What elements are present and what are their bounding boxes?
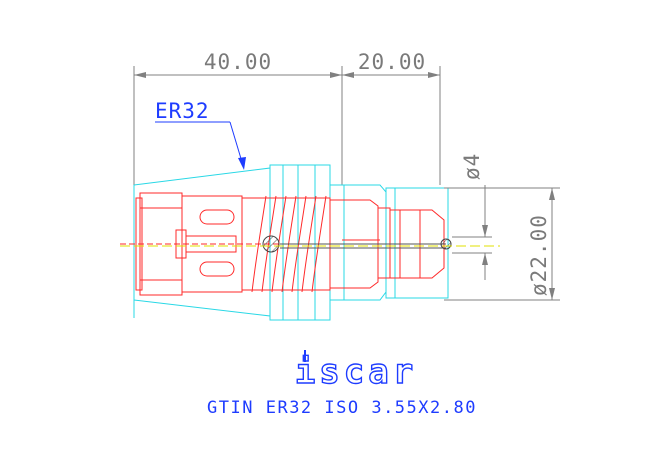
chuck-body [133,164,449,321]
dimension-diameter-large: ø22.00 [444,187,560,301]
er32-callout: ER32 [155,99,246,170]
dimension-20-label: 20.00 [358,50,426,74]
dimension-length: 40.00 20.00 [133,50,441,185]
dimension-4-label: ø4 [460,153,484,180]
drill-shaft [120,235,500,253]
dimension-40-label: 40.00 [204,50,272,74]
iscar-logo: iscar [294,350,417,393]
part-caption: GTIN ER32 ISO 3.55X2.80 [207,398,477,418]
callout-label: ER32 [155,99,210,123]
dimension-22-label: ø22.00 [527,214,551,296]
section-marker-left [262,235,280,253]
section-marker-right [440,238,452,250]
brand-text: iscar [295,352,417,392]
dimension-diameter-small: ø4 [452,153,492,280]
collet-spring [251,195,327,293]
